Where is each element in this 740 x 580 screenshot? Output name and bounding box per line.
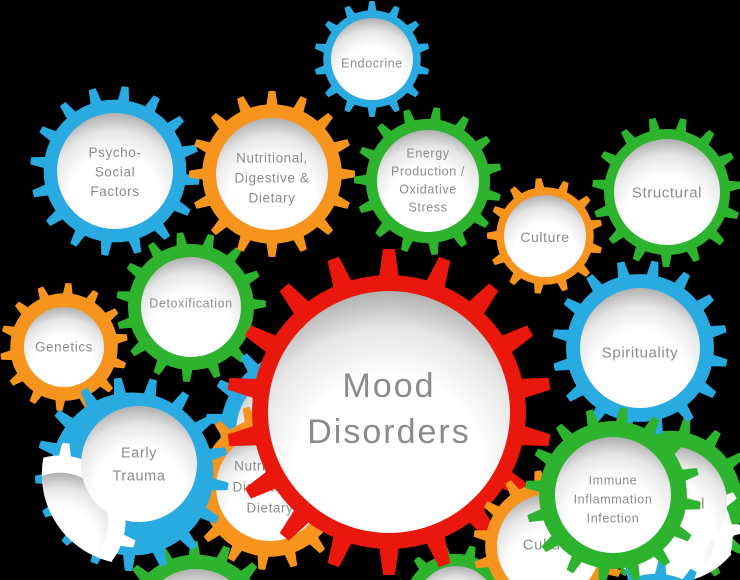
mood-disorders-disc [268, 291, 510, 533]
culture-label: Culture [520, 229, 569, 245]
spirituality-disc [580, 288, 700, 408]
immune-inflammation-infection-label: Inflammation [574, 492, 653, 506]
nutritional-digestive-dietary-label: Nutritional, [236, 151, 308, 166]
gear-spirituality: Spirituality [552, 260, 728, 436]
gear-nutritional-digestive-dietary: Nutritional, Digestive & Dietary [189, 91, 355, 257]
gear-gear-fragment-bottom-center [399, 544, 502, 580]
gear-structural: Structural [592, 117, 740, 268]
early-trauma-label: Trauma [112, 469, 165, 485]
gear-fragment-bottom-center-gear-body [399, 544, 502, 580]
gear-fragment-bottom-center-disc [425, 566, 487, 580]
structural-label: Structural [632, 184, 702, 201]
mood-disorders-label: Disorders [307, 413, 470, 451]
early-trauma-disc [81, 406, 197, 522]
energy-production-oxidative-stress-label: Oxidative [399, 182, 457, 196]
genetics-disc [24, 307, 104, 387]
spirituality-label: Spirituality [602, 344, 678, 361]
energy-production-oxidative-stress-label: Stress [408, 200, 447, 214]
immune-inflammation-infection-label: Infection [587, 511, 640, 525]
endocrine-label: Endocrine [341, 56, 403, 70]
energy-production-oxidative-stress-label: Production / [391, 164, 465, 178]
structural-disc [614, 139, 720, 245]
immune-inflammation-infection-label: Immune [589, 473, 638, 487]
endocrine-disc [331, 18, 413, 100]
gear-genetics: Genetics [0, 283, 128, 411]
nutritional-digestive-dietary-label: Digestive & [235, 171, 310, 186]
mood-disorders-label: Mood [342, 367, 435, 405]
genetics-label: Genetics [35, 340, 93, 355]
highlight-gear-disc [41, 472, 109, 565]
energy-production-oxidative-stress-disc [377, 130, 479, 232]
psycho-social-factors-label: Psycho- [89, 145, 142, 160]
nutritional-digestive-dietary-label: Dietary [249, 191, 296, 206]
psycho-social-factors-label: Social [95, 165, 135, 180]
early-trauma-label: Early [121, 446, 157, 462]
culture-disc [504, 195, 586, 277]
detoxification-disc [141, 257, 241, 357]
gear-detoxification: Detoxification [116, 232, 266, 382]
detoxification-label: Detoxification [149, 296, 232, 310]
gear-bottom-right-gear-body [625, 561, 697, 580]
energy-production-oxidative-stress-label: Energy [406, 146, 449, 160]
gear-endocrine: Endocrine [314, 1, 430, 117]
psycho-social-factors-label: Factors [90, 184, 139, 199]
gear-culture: Culture [487, 178, 602, 294]
immune-inflammation-infection-disc [555, 437, 671, 553]
gear-bottom-left-disc [162, 569, 230, 580]
nutritional-digestive-dietary-lower-label: Dietary [247, 501, 294, 516]
nutritional-digestive-dietary-disc [216, 118, 328, 230]
gear-gear-bottom-right [625, 561, 697, 580]
psycho-social-factors-disc [57, 113, 173, 229]
